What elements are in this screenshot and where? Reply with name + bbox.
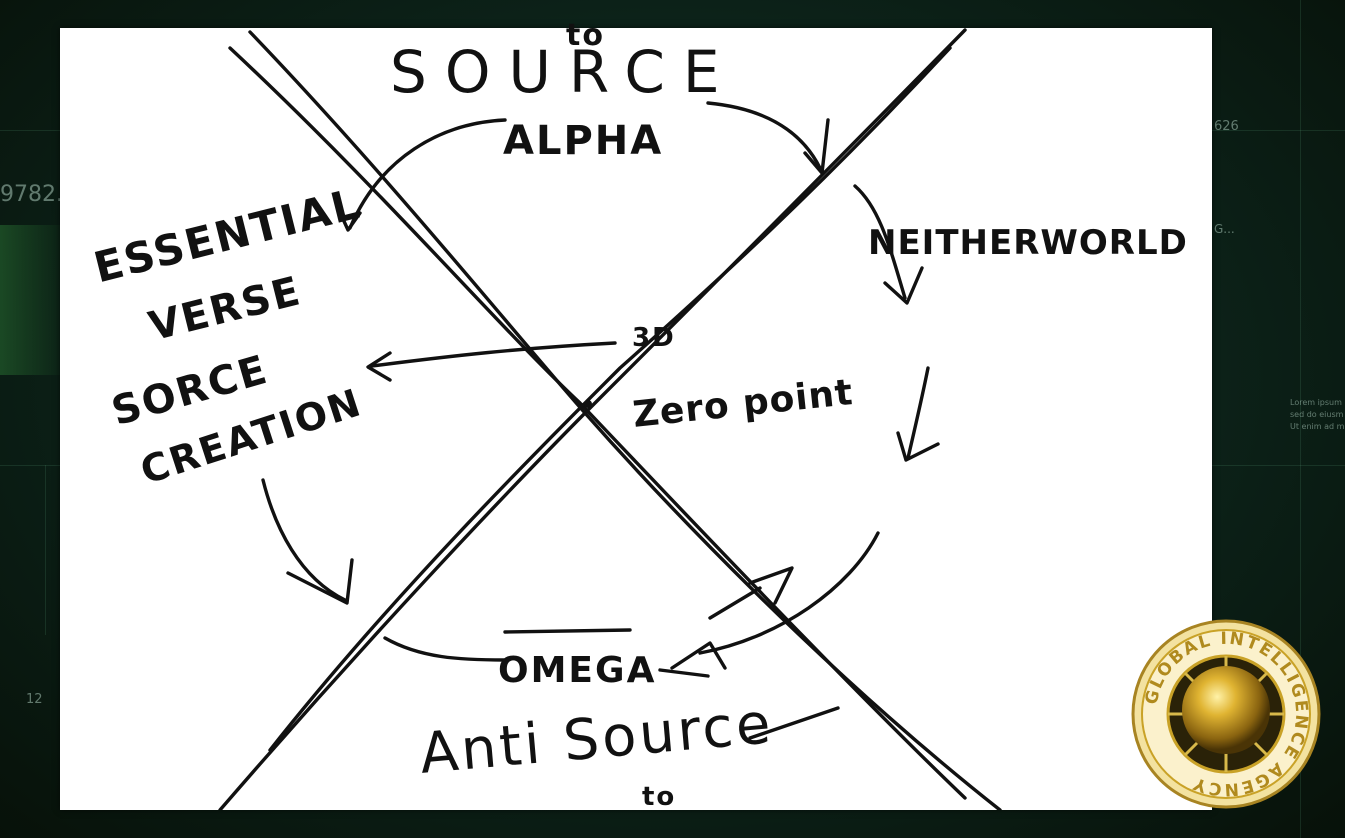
arrowhead xyxy=(748,566,794,605)
hud-blurb-line: Ut enim ad m xyxy=(1290,422,1345,431)
neitherworld-arrow xyxy=(853,184,907,300)
arrowhead xyxy=(670,641,727,670)
hud-readout: 9782. xyxy=(0,182,63,207)
three-d-arrow xyxy=(370,341,617,368)
alpha-arc-arrow xyxy=(706,101,822,170)
creation-arrow xyxy=(261,478,347,602)
hud-blurb-line: Lorem ipsum xyxy=(1290,398,1342,407)
omega-arrow xyxy=(708,586,762,620)
omega-underline xyxy=(658,668,710,678)
omega-arc xyxy=(503,628,632,634)
label-to-top: to xyxy=(566,18,605,53)
whiteboard-drawing xyxy=(218,28,1002,810)
hud-panel xyxy=(0,225,60,375)
label-source: SOURCE xyxy=(390,38,738,106)
x-diagonal-up xyxy=(218,28,967,810)
label-neitherworld: NEITHERWORLD xyxy=(868,223,1188,263)
x-diagonal-down xyxy=(228,46,967,800)
arrowhead xyxy=(366,351,392,382)
label-omega: OMEGA xyxy=(498,650,657,691)
hud-readout: 626 xyxy=(1214,119,1239,134)
zero-point-dot xyxy=(584,400,592,408)
alpha-arc-arrow xyxy=(348,118,507,230)
whiteboard xyxy=(60,28,1212,810)
hud-readout: 12 xyxy=(26,692,43,707)
neitherworld-arrow xyxy=(906,366,930,460)
label-alpha: ALPHA xyxy=(503,118,664,164)
arrowhead xyxy=(803,118,830,175)
anti-source-stroke xyxy=(748,706,840,740)
arrowhead xyxy=(883,266,924,305)
hud-blurb-line: sed do eiusm xyxy=(1290,410,1344,419)
omega-arrow xyxy=(698,531,880,655)
arrowhead xyxy=(896,431,940,462)
x-diagonal-up xyxy=(268,46,952,752)
arrowhead xyxy=(336,206,362,232)
arrowhead xyxy=(286,558,354,605)
omega-arc xyxy=(383,636,507,662)
label-3d: 3D xyxy=(632,323,676,353)
hud-gridline xyxy=(45,465,46,635)
hud-gridline xyxy=(1300,0,1301,838)
hud-readout: G... xyxy=(1214,222,1235,236)
label-to-bottom: to xyxy=(642,782,677,812)
global-intelligence-agency-seal: GLOBAL INTELLIGENCE AGENCY xyxy=(1131,619,1321,809)
